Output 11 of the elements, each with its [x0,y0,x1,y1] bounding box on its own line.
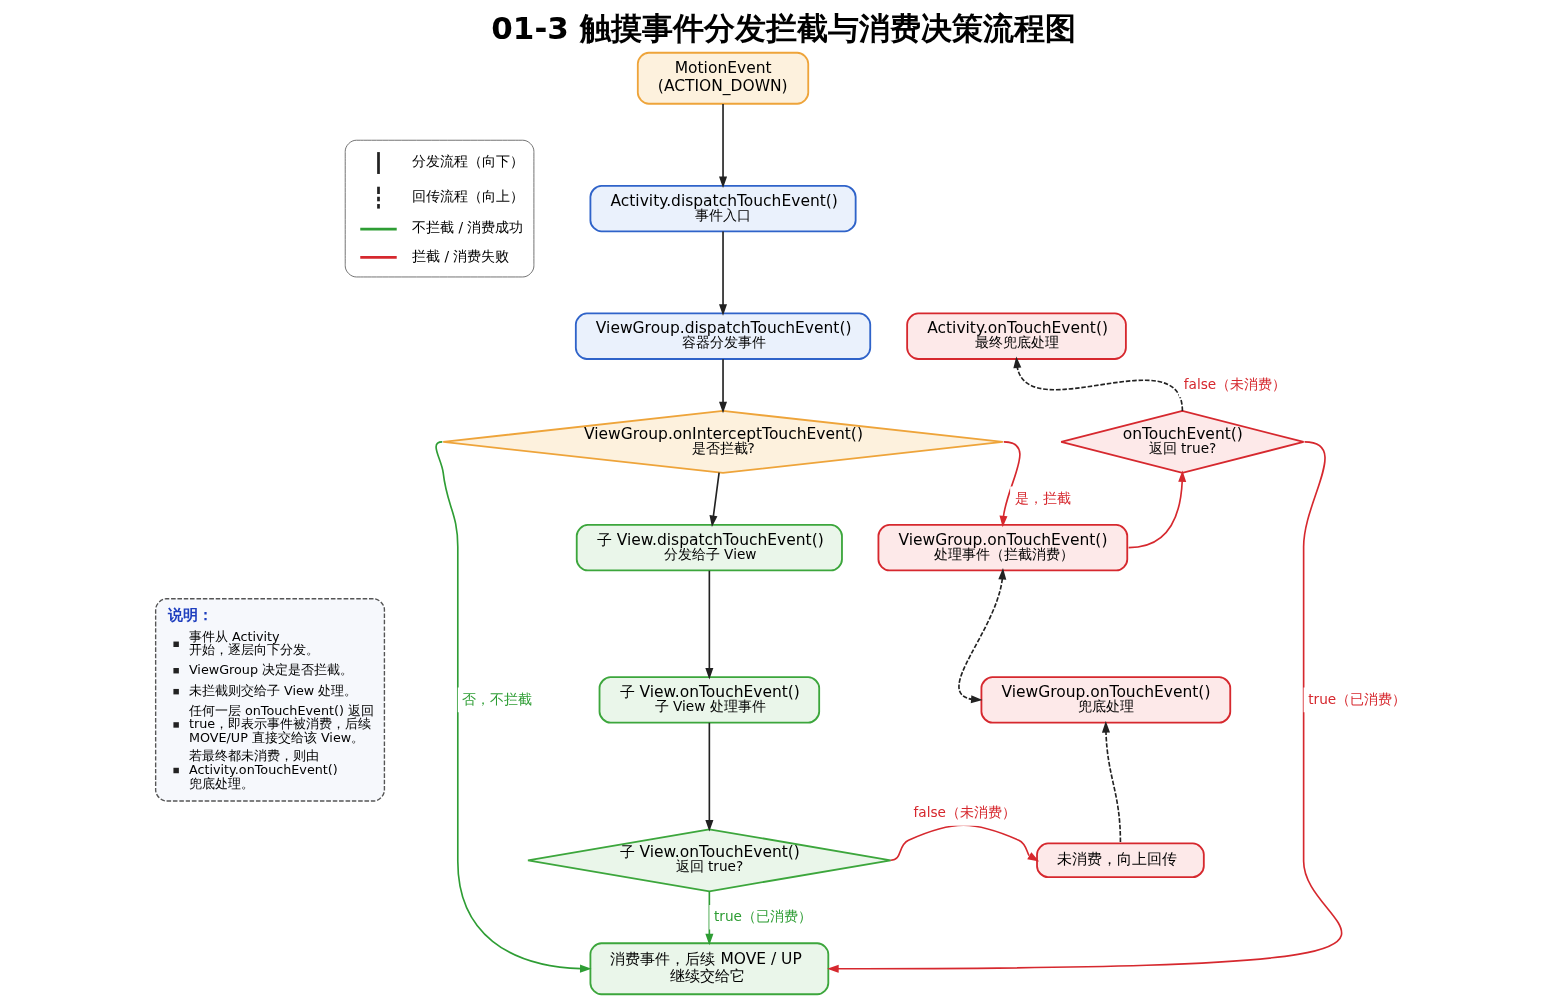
edge-label: true（已消费） [1307,690,1406,707]
edge-label: false（未消费） [1183,375,1286,392]
legend-label: 回传流程（向上） [411,187,524,204]
edge-label: true（已消费） [713,907,812,924]
legend-label: 不拦截 / 消费成功 [411,219,524,236]
diagram-title: 01-3 触摸事件分发拦截与消费决策流程图 [490,10,1076,47]
edge-label: 是，拦截 [1014,489,1071,506]
legend-label: 拦截 / 消费失败 [411,247,510,264]
edge-label: 否，不拦截 [461,690,532,707]
edge-label: false（未消费） [913,804,1016,820]
legend-label: 分发流程（向下） [411,153,524,170]
